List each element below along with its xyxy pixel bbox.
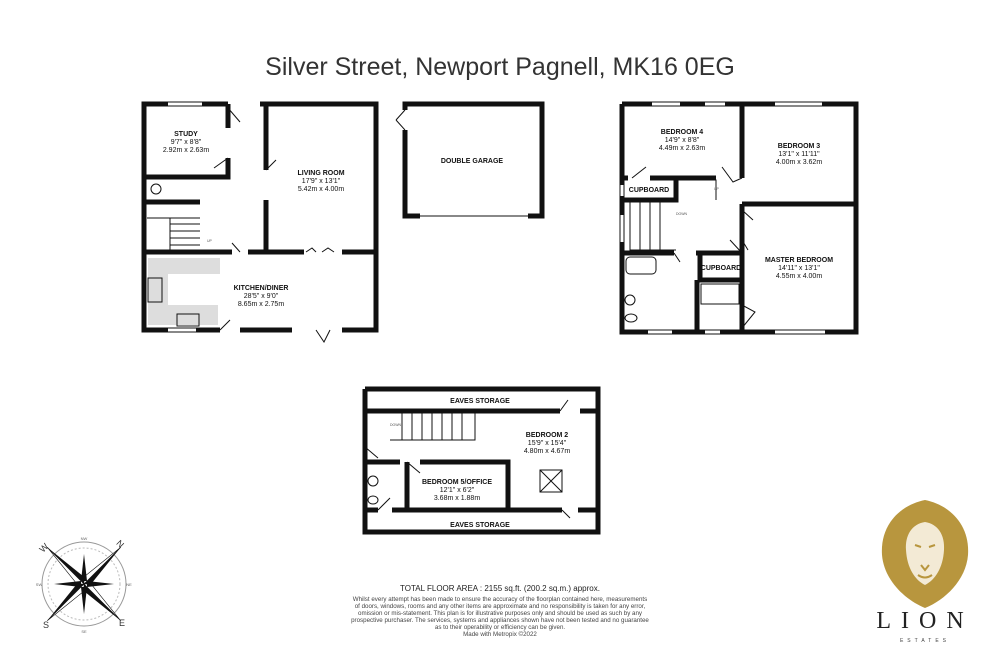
stairs-up-label: UP	[207, 239, 213, 243]
bedroom3-label: BEDROOM 3	[778, 143, 821, 150]
kitchen-imperial: 28'5" x 9'0"	[244, 293, 279, 300]
eaves-storage-top: EAVES STORAGE	[450, 398, 510, 405]
garage: DOUBLE GARAGE	[395, 101, 545, 219]
living-room-imperial: 17'9" x 13'1"	[302, 178, 341, 185]
lion-estates-logo: LION ESTATES	[876, 500, 973, 644]
logo-name: LION	[876, 608, 973, 634]
made-with: Made with Metropix ©2022	[463, 631, 537, 638]
bedroom5-metric: 3.68m x 1.88m	[434, 495, 480, 502]
compass-w: W	[37, 541, 50, 554]
kitchen-label: KITCHEN/DINER	[234, 285, 289, 292]
compass-se: SE	[81, 629, 87, 634]
total-floor-area: TOTAL FLOOR AREA : 2155 sq.ft. (200.2 sq…	[400, 584, 600, 593]
compass-icon: N E S W NW NE SE SW	[36, 536, 132, 634]
disclaimer-line: omission or mis-statement. This plan is …	[358, 610, 643, 617]
second-floor: EAVES STORAGE EAVES STORAGE BEDROOM 2 15…	[362, 386, 601, 535]
compass-nw: NW	[81, 536, 88, 541]
study-imperial: 9'7" x 8'8"	[171, 139, 202, 146]
living-room-metric: 5.42m x 4.00m	[298, 186, 344, 193]
stairs-down-label: DOWN	[390, 423, 402, 427]
bedroom3-imperial: 13'1" x 11'11"	[778, 151, 820, 158]
disclaimer-line: of doors, windows, rooms and any other i…	[355, 603, 646, 610]
study-metric: 2.92m x 2.63m	[163, 147, 209, 154]
ground-floor: STUDY 9'7" x 8'8" 2.92m x 2.63m LIVING R…	[141, 101, 379, 343]
bedroom5-imperial: 12'1" x 6'2"	[440, 487, 475, 494]
eaves-storage-bottom: EAVES STORAGE	[450, 522, 510, 529]
master-bedroom-imperial: 14'11" x 13'1"	[778, 265, 820, 272]
bedroom5-label: BEDROOM 5/OFFICE	[422, 479, 492, 486]
bedroom3-metric: 4.00m x 3.62m	[776, 159, 822, 166]
disclaimer-line: as to their operability or efficiency ca…	[435, 624, 566, 631]
master-bedroom-metric: 4.55m x 4.00m	[776, 273, 822, 280]
living-room-label: LIVING ROOM	[297, 170, 344, 177]
compass-sw: SW	[36, 582, 43, 587]
bedroom4-metric: 4.49m x 2.63m	[659, 145, 705, 152]
bedroom4-imperial: 14'9" x 8'8"	[665, 137, 700, 144]
study-label: STUDY	[174, 131, 198, 138]
bedroom2-metric: 4.80m x 4.67m	[524, 448, 570, 455]
cupboard-label: CUPBOARD	[629, 187, 669, 194]
stairs-down-label: DOWN	[676, 212, 688, 216]
stairs-up-label: UP	[714, 187, 720, 191]
page-title: Silver Street, Newport Pagnell, MK16 0EG	[265, 53, 735, 81]
compass-s: S	[43, 620, 49, 630]
lion-head-icon	[881, 500, 969, 608]
cupboard-label-2: CUPBOARD	[701, 265, 741, 272]
first-floor: BEDROOM 4 14'9" x 8'8" 4.49m x 2.63m BED…	[619, 101, 859, 335]
bedroom2-label: BEDROOM 2	[526, 432, 569, 439]
compass-e: E	[119, 618, 125, 628]
bedroom2-imperial: 15'9" x 15'4"	[528, 440, 567, 447]
compass-ne: NE	[126, 582, 132, 587]
garage-label: DOUBLE GARAGE	[441, 158, 504, 165]
compass-n: N	[114, 538, 126, 550]
logo-sub: ESTATES	[900, 638, 950, 644]
disclaimer-line: prospective purchaser. The services, sys…	[351, 617, 649, 624]
bedroom4-label: BEDROOM 4	[661, 129, 704, 136]
kitchen-metric: 8.65m x 2.75m	[238, 301, 284, 308]
master-bedroom-label: MASTER BEDROOM	[765, 257, 833, 264]
disclaimer-line: Whilst every attempt has been made to en…	[353, 596, 647, 603]
